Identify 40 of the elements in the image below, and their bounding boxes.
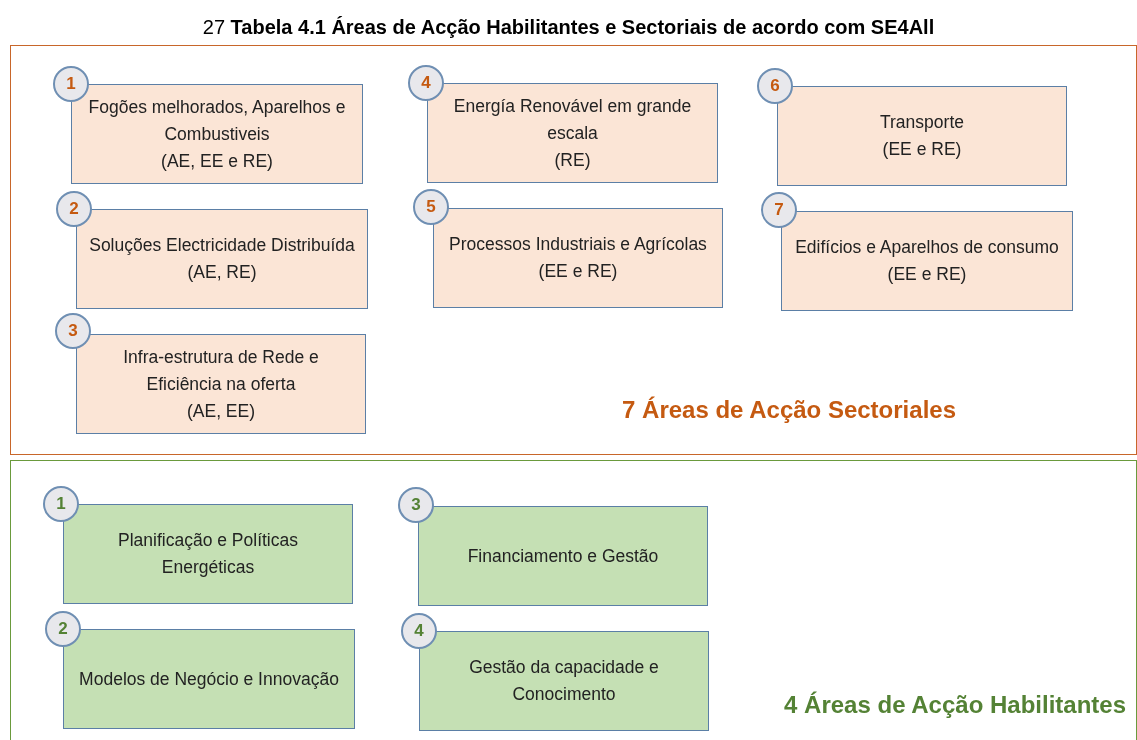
number-circle: 3: [398, 487, 434, 523]
area-box: [433, 208, 723, 308]
table-title: 27 Tabela 4.1 Áreas de Acção Habilitantes e Sectoriais de acordo com SE4All: [201, 16, 936, 39]
number-circle: 6: [757, 68, 793, 104]
area-text: (AE, EE): [186, 399, 256, 423]
area-text: (AE, EE e RE): [161, 149, 273, 173]
area-text: (RE): [554, 148, 591, 172]
number-circle: 5: [413, 189, 449, 225]
group-heading: 7 Áreas de Acção Sectoriales: [622, 396, 956, 424]
area-box: [777, 86, 1067, 186]
group-heading: 4 Áreas de Acção Habilitantes: [784, 691, 1126, 719]
area-box: [418, 506, 708, 606]
number-circle: 3: [55, 313, 91, 349]
number-circle: 2: [45, 611, 81, 647]
area-text: (EE e RE): [882, 138, 962, 161]
group-frame: [10, 460, 1137, 740]
number-circle: 1: [53, 66, 89, 102]
area-text: Fogões melhorados, Aparelhos e Combustiveis: [87, 95, 347, 146]
area-box: [76, 209, 368, 309]
area-text: Gestão da capacidade e Conocimento: [468, 656, 660, 706]
number-circle: 4: [401, 613, 437, 649]
number-circle: 2: [56, 191, 92, 227]
area-text: (EE e RE): [538, 260, 618, 283]
number-circle: 1: [43, 486, 79, 522]
group-frame: [10, 45, 1137, 455]
area-text: Transporte: [880, 111, 964, 134]
number-circle: 7: [761, 192, 797, 228]
number-circle: 4: [408, 65, 444, 101]
area-text: (EE e RE): [887, 263, 967, 286]
area-box: [781, 211, 1073, 311]
area-text: Processos Industriais e Agrícolas: [449, 233, 707, 256]
area-text: Financiamento e Gestão: [467, 544, 659, 568]
area-box: [76, 334, 366, 434]
area-text: Energía Renovável em grande escala: [452, 94, 693, 145]
area-text: Infra-estrutura de Rede e Eficiência na oferta: [122, 345, 320, 396]
area-text: Soluções Electricidade Distribuída: [89, 234, 355, 257]
area-text: Planificação e Políticas Energéticas: [117, 529, 299, 579]
area-text: Modelos de Negócio e Innovação: [79, 667, 339, 691]
area-text: Edifícios e Aparelhos de consumo: [795, 236, 1059, 259]
area-text: (AE, RE): [187, 261, 257, 284]
